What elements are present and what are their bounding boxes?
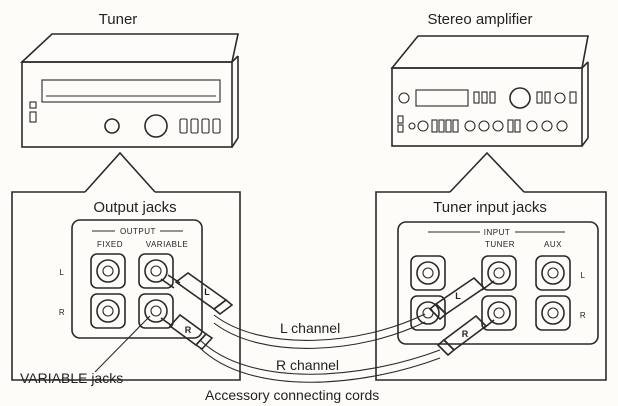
output-jack-plate [71, 219, 203, 339]
amplifier-front-panel [391, 67, 583, 147]
input-section-label: INPUT [484, 228, 511, 237]
aux-column-label: AUX [544, 240, 562, 249]
amplifier-illustration: Stereo amplifier [390, 11, 589, 193]
tuner-front-panel [21, 61, 233, 148]
tuner-right-plug: R [160, 313, 214, 351]
input-jack-plate [397, 221, 599, 345]
tuner-input-jacks-title: Tuner input jacks [433, 199, 547, 216]
amp-jack-1-left[interactable] [410, 255, 446, 291]
connecting-cords-caption: Accessory connecting cords [205, 387, 379, 403]
variable-jacks-label: VARIABLE jacks [20, 370, 123, 386]
amp-row-left-label: L [581, 271, 586, 280]
tuner-dial-window [41, 79, 221, 103]
variable-jacks-pointer [94, 315, 151, 373]
tuner-row-left-label: L [60, 268, 65, 277]
variable-jack-right[interactable] [138, 293, 174, 329]
amplifier-display [415, 89, 469, 107]
tuner-input-jack-left[interactable] [481, 255, 517, 291]
amplifier-input-panel: Tuner input jacks INPUT TUNER AUX L R [375, 191, 607, 381]
tuner-column-label: TUNER [485, 240, 515, 249]
amp-left-plug-label: L [455, 291, 461, 301]
tuner-left-plug-label: L [204, 287, 210, 297]
tuner-illustration: Tuner [19, 11, 239, 193]
tuner-row-right-label: R [59, 308, 65, 317]
amp-right-plug: R [436, 314, 495, 357]
tuner-right-plug-label: R [185, 325, 192, 335]
left-cable [213, 313, 426, 341]
tuner-left-plug: L [160, 272, 234, 316]
fixed-jack-left[interactable] [90, 253, 126, 289]
amp-left-plug: L [428, 276, 495, 321]
output-section-label: OUTPUT [120, 227, 156, 236]
tuner-knob-small [104, 118, 120, 134]
fixed-jack-right[interactable] [90, 293, 126, 329]
l-channel-label: L channel [280, 320, 340, 336]
aux-jack-right[interactable] [535, 295, 571, 331]
r-channel-label: R channel [276, 357, 339, 373]
tuner-output-panel: Output jacks OUTPUT FIXED VARIABLE L R V… [11, 191, 241, 386]
tuner-title: Tuner [99, 11, 138, 28]
amplifier-title: Stereo amplifier [427, 11, 532, 28]
amplifier-volume-knob [509, 87, 531, 109]
variable-jack-left[interactable] [138, 253, 174, 289]
variable-column-label: VARIABLE [146, 240, 189, 249]
connecting-cords: L R L R L channel R channel Accessory co… [160, 272, 495, 403]
output-jacks-title: Output jacks [93, 199, 176, 216]
amp-right-plug-label: R [462, 329, 469, 339]
aux-jack-left[interactable] [535, 255, 571, 291]
right-cable [199, 339, 441, 375]
amp-row-right-label: R [580, 311, 586, 320]
fixed-column-label: FIXED [97, 240, 123, 249]
tuner-input-jack-right[interactable] [481, 295, 517, 331]
tuner-tuning-knob [144, 114, 168, 138]
